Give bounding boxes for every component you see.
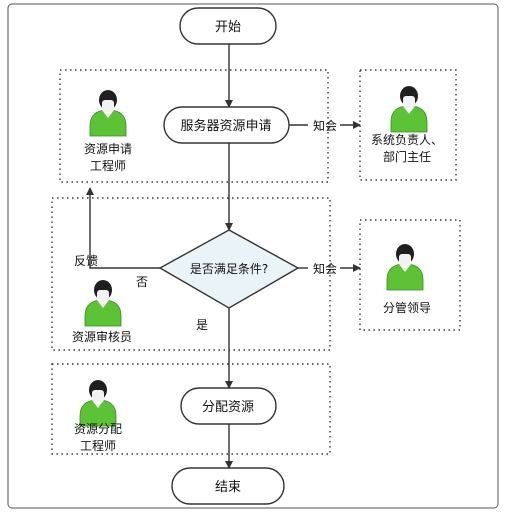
system-owner-role-line2: 部门主任: [383, 149, 431, 164]
applicant-role-line2: 工程师: [90, 158, 126, 173]
no-label: 否: [136, 275, 148, 289]
request-node: [163, 106, 290, 144]
notify-label-2: 知会: [313, 262, 337, 276]
allocator-role-line2: 工程师: [80, 438, 116, 453]
auditor-person-icon: [84, 279, 122, 327]
start-label: 开始: [215, 20, 241, 35]
feedback-line: [86, 187, 160, 269]
start-node: [179, 7, 277, 45]
decision-node: [158, 229, 300, 309]
feedback-label: 反馈: [74, 254, 98, 268]
decision-label: 是否满足条件?: [190, 262, 268, 276]
leader-role: 分管领导: [383, 300, 431, 315]
system-owner-role-line1: 系统负责人、: [371, 133, 443, 147]
leader-person-icon: [386, 243, 424, 291]
notify-label-1: 知会: [313, 119, 337, 133]
system-owner-person-icon: [390, 85, 428, 133]
end-node: [171, 467, 285, 505]
allocator-role-line1: 资源分配: [74, 422, 122, 436]
yes-label: 是: [196, 318, 208, 332]
allocate-label: 分配资源: [202, 400, 254, 415]
auditor-role: 资源审核员: [72, 329, 132, 344]
applicant-person-icon: [89, 89, 127, 137]
applicant-role-line1: 资源申请: [84, 142, 132, 156]
allocator-lane: [51, 363, 331, 455]
end-label: 结束: [215, 480, 241, 495]
allocate-node: [180, 387, 277, 425]
allocator-person-icon: [79, 379, 117, 427]
outer-frame: [7, 3, 499, 509]
system-owner-box: [359, 69, 457, 181]
request-label: 服务器资源申请: [180, 118, 271, 134]
leader-box: [359, 219, 461, 331]
